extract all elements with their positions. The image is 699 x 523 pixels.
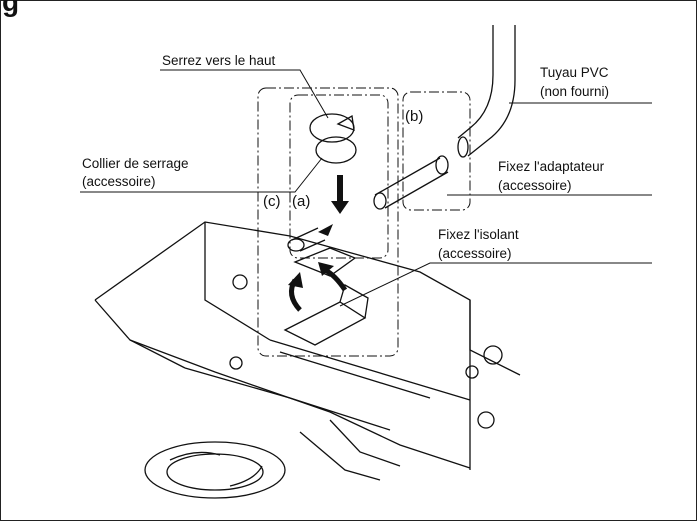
label-adaptateur-line1: Fixez l'adaptateur xyxy=(498,159,605,174)
frame-b xyxy=(402,91,471,211)
unit-panel-edge-2 xyxy=(184,367,391,431)
fitting-5 xyxy=(232,274,248,290)
leader-serrez xyxy=(160,69,329,119)
pvc-pipe-right xyxy=(467,25,516,157)
adapter-end-left xyxy=(373,192,387,210)
adapter-body xyxy=(374,157,449,209)
unit-rim-2 xyxy=(279,351,431,399)
label-tuyau-line1: Tuyau PVC xyxy=(540,65,609,80)
drain-socket-end xyxy=(287,238,305,252)
label-collier-line1: Collier de serrage xyxy=(82,156,189,171)
arrow-down xyxy=(331,175,349,214)
unit-panel-edge xyxy=(129,339,471,469)
figure-heading: g xyxy=(2,0,20,17)
frame-c xyxy=(257,87,399,357)
duct-lower-2 xyxy=(299,431,381,481)
label-adaptateur-line2: (accessoire) xyxy=(498,178,572,193)
arrow-diagonal xyxy=(318,224,333,236)
fitting-3 xyxy=(477,411,495,429)
marker-b: (b) xyxy=(405,108,424,125)
unit-front-plane xyxy=(204,222,271,341)
fitting-2 xyxy=(465,365,479,379)
pvc-pipe-end xyxy=(457,136,469,158)
clamp-ring-bottom xyxy=(315,136,357,164)
label-serrez: Serrez vers le haut xyxy=(162,53,276,68)
drain-socket-body xyxy=(291,227,326,252)
fan-opening-inner xyxy=(166,453,264,491)
fan-opening xyxy=(144,441,286,499)
label-isolant-line2: (accessoire) xyxy=(438,246,512,261)
label-collier-line2: (accessoire) xyxy=(82,174,156,189)
insulation-fold xyxy=(339,284,369,319)
marker-a: (a) xyxy=(292,193,311,210)
marker-c: (c) xyxy=(263,193,281,210)
duct-lower xyxy=(329,419,401,467)
adapter-end-right xyxy=(435,155,449,175)
label-isolant-line1: Fixez l'isolant xyxy=(438,227,519,242)
clamp-tab xyxy=(336,114,355,131)
fitting-1 xyxy=(483,345,503,365)
fitting-4 xyxy=(229,356,243,370)
label-tuyau-line2: (non fourni) xyxy=(540,84,610,99)
fan-blade-2 xyxy=(229,465,263,487)
unit-lower-rim xyxy=(269,339,471,401)
fan-blade-1 xyxy=(169,451,221,461)
frame-a xyxy=(289,94,389,259)
pvc-pipe-left xyxy=(457,25,494,139)
unit-left-edge xyxy=(94,299,186,369)
leader-collier xyxy=(80,157,323,193)
leader-isolant xyxy=(339,262,652,307)
